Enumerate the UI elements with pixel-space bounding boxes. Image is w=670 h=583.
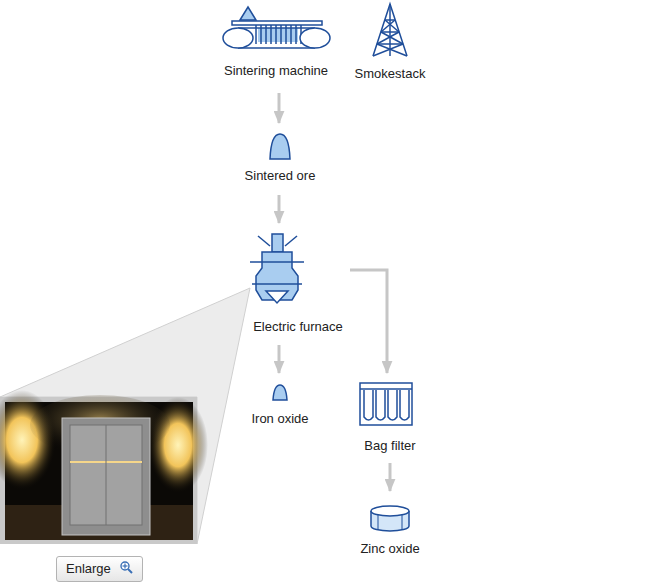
sintering-machine-symbol [223, 7, 330, 48]
node-label: Smokestack [350, 66, 430, 82]
process-step: Electric furnace [246, 223, 350, 345]
node-label: Iron oxide [245, 411, 315, 427]
button-label: Enlarge [66, 561, 111, 577]
magnifier-icon [121, 562, 132, 573]
callout-fan [0, 288, 250, 544]
node-label: Sintering machine [210, 63, 342, 79]
material-step: Sintered ore [240, 123, 320, 195]
smokestack-symbol [373, 4, 407, 56]
furnace-photo [0, 390, 208, 544]
ore-symbol [273, 385, 287, 400]
photo-furnace [62, 418, 150, 535]
node-label: Sintered ore [240, 168, 320, 184]
bag-filter-symbol [360, 383, 412, 425]
process-step: Bag filter [350, 373, 430, 463]
enlarge-button: Enlarge [56, 556, 143, 582]
process-step: Sintering machine [210, 0, 342, 93]
node-label: Electric furnace [246, 319, 350, 335]
furnace-symbol [250, 234, 304, 303]
photo-seam [106, 425, 107, 525]
material-step: Iron oxide [245, 373, 315, 428]
flow-arrow [278, 195, 281, 223]
ore-symbol [270, 134, 290, 159]
flow-arrow [389, 463, 392, 491]
photo-furnace-door [70, 425, 142, 525]
node-label: Zinc oxide [350, 541, 430, 557]
process-step: Smokestack [350, 0, 430, 93]
node-label: Bag filter [350, 438, 430, 454]
material-step: Zinc oxide [350, 491, 430, 558]
container-symbol [371, 506, 409, 531]
flow-arrow [278, 93, 281, 123]
flow-arrow [350, 270, 387, 373]
flow-arrow [278, 345, 281, 373]
